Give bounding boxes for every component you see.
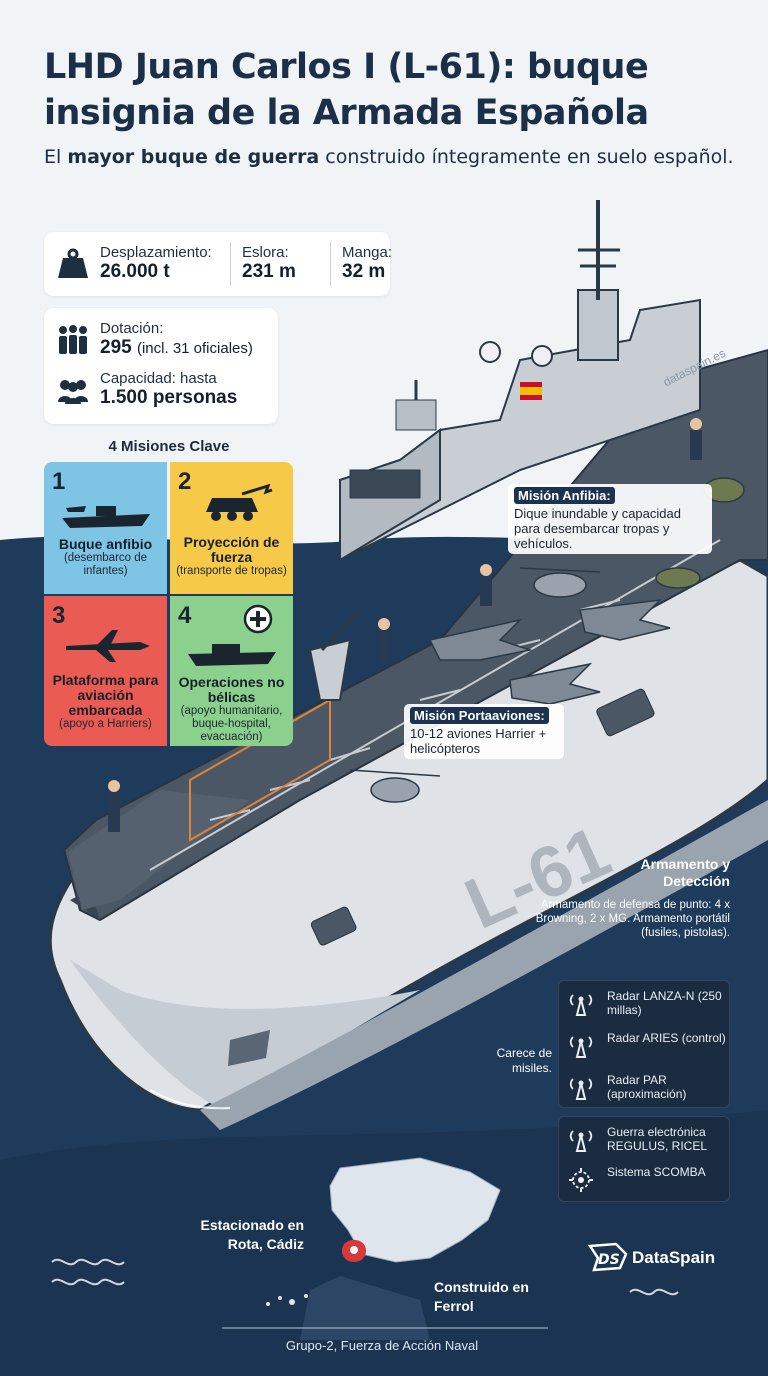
sensor-item: Radar ARIES (control) bbox=[567, 1029, 727, 1063]
dataspain-logo-icon: DS bbox=[587, 1242, 628, 1272]
svg-text:DS: DS bbox=[598, 1252, 620, 1268]
brand-name: DataSpain bbox=[632, 1248, 716, 1267]
mission-desc: (desembarco de infantes) bbox=[63, 552, 148, 577]
page-title: LHD Juan Carlos I (L-61): buque insignia… bbox=[44, 47, 649, 133]
beam-label: Manga: bbox=[342, 244, 393, 261]
mission-title: Operaciones no bélicas bbox=[178, 674, 285, 705]
displacement-value: 26.000 t bbox=[100, 261, 170, 282]
crew-value: 295 bbox=[100, 337, 132, 358]
weight-icon bbox=[58, 248, 88, 278]
stationed-label: Estacionado en Rota, Cádiz bbox=[200, 1217, 304, 1252]
carrier-callout-title: Misión Portaaviones: bbox=[410, 707, 549, 724]
ski-jump bbox=[68, 790, 250, 910]
crew-figures bbox=[108, 418, 702, 832]
mission-number: 2 bbox=[178, 468, 192, 495]
amphibious-callout-text: Dique inundable y capacidad para desemba… bbox=[514, 506, 681, 551]
mission-title: Proyección de fuerza bbox=[183, 534, 280, 565]
capacity-value: 1.500 personas bbox=[100, 387, 238, 408]
length-label: Eslora: bbox=[242, 244, 289, 261]
beam-value: 32 m bbox=[342, 261, 386, 282]
mission-number: 1 bbox=[52, 468, 66, 495]
radar-icon bbox=[569, 1130, 593, 1152]
sensor-label: Radar LANZA-N (250 millas) bbox=[607, 989, 722, 1017]
dimensions-card: Desplazamiento: 26.000 t Eslora: 231 m M… bbox=[44, 232, 393, 296]
radar-icon bbox=[569, 994, 593, 1016]
footer-caption: Grupo-2, Fuerza de Acción Naval bbox=[285, 1338, 479, 1353]
crew-label: Dotación: bbox=[100, 320, 164, 337]
mission-number: 4 bbox=[178, 602, 192, 629]
sensor-label: Radar ARIES (control) bbox=[607, 1031, 726, 1045]
sensor-label: Radar PAR (aproximación) bbox=[607, 1073, 687, 1101]
landing-ship-icon bbox=[61, 506, 150, 528]
medical-plus-icon bbox=[243, 604, 273, 634]
mission-desc: (transporte de tropas) bbox=[176, 565, 287, 577]
brand-logo: DS DataSpain bbox=[586, 1240, 736, 1276]
combat-system-icon bbox=[569, 1168, 593, 1192]
amphibious-callout: Misión Anfibia: Dique inundable y capaci… bbox=[508, 484, 712, 554]
ew-panel: Guerra electrónica REGULUS, RICEL Sistem… bbox=[558, 1116, 730, 1202]
page-subtitle: El mayor buque de guerra construido ínte… bbox=[44, 146, 734, 168]
jet-icon bbox=[65, 630, 150, 662]
mission-card-3: 3 Plataforma para aviación embarcada (ap… bbox=[44, 596, 167, 746]
mission-card-2: 2 Proyección de fuerza (transporte de tr… bbox=[170, 462, 293, 594]
mission-title: Plataforma para aviación embarcada bbox=[52, 672, 159, 718]
ew-label: Sistema SCOMBA bbox=[607, 1165, 706, 1179]
amphibious-callout-title: Misión Anfibia: bbox=[514, 487, 615, 504]
mission-title: Buque anfibio bbox=[58, 536, 153, 552]
no-missiles-note: Carece de misiles. bbox=[496, 1046, 552, 1075]
radar-icon bbox=[569, 1078, 593, 1100]
built-label: Construido en Ferrol bbox=[434, 1279, 529, 1314]
harrier-jets bbox=[428, 598, 671, 705]
ew-label: Guerra electrónica REGULUS, RICEL bbox=[607, 1125, 708, 1153]
iberia-map bbox=[329, 1157, 501, 1263]
people-icon bbox=[58, 380, 88, 404]
radar-icon bbox=[569, 1036, 593, 1058]
mission-card-4: 4 Operaciones no bélicas (apoyo humanita… bbox=[170, 596, 293, 746]
displacement-label: Desplazamiento: bbox=[100, 244, 212, 261]
capacity-label: Capacidad: hasta bbox=[100, 370, 217, 387]
ew-item: Sistema SCOMBA bbox=[567, 1163, 727, 1197]
ew-item: Guerra electrónica REGULUS, RICEL bbox=[567, 1123, 727, 1157]
armament-desc: Armamento de defensa de punto: 4 x Brown… bbox=[535, 899, 730, 939]
sensors-panel: Radar LANZA-N (250 millas) Radar ARIES (… bbox=[558, 980, 730, 1108]
armament-title: Armamento y Detección bbox=[640, 856, 730, 889]
mission-card-1: 1 Buque anfibio (desembarco de infantes) bbox=[44, 462, 167, 594]
crew-card: Dotación: 295 (incl. 31 oficiales) Capac… bbox=[44, 308, 278, 424]
mission-desc: (apoyo humanitario, buque-hospital, evac… bbox=[180, 705, 283, 743]
length-value: 231 m bbox=[242, 261, 296, 282]
carrier-callout: Misión Portaaviones: 10-12 aviones Harri… bbox=[404, 704, 564, 759]
mission-number: 3 bbox=[52, 602, 66, 629]
armored-vehicle-icon bbox=[205, 483, 272, 521]
mission-desc: (apoyo a Harriers) bbox=[59, 718, 152, 730]
sensor-item: Radar PAR (aproximación) bbox=[567, 1071, 727, 1105]
crew-icon bbox=[59, 325, 87, 354]
missions-title: 4 Misiones Clave bbox=[108, 438, 230, 455]
sensor-item: Radar LANZA-N (250 millas) bbox=[567, 987, 727, 1021]
carrier-callout-text: 10-12 aviones Harrier + helicópteros bbox=[410, 726, 547, 756]
hospital-ship-icon bbox=[187, 644, 276, 666]
crew-note: (incl. 31 oficiales) bbox=[136, 340, 253, 357]
helicopters bbox=[349, 477, 745, 803]
